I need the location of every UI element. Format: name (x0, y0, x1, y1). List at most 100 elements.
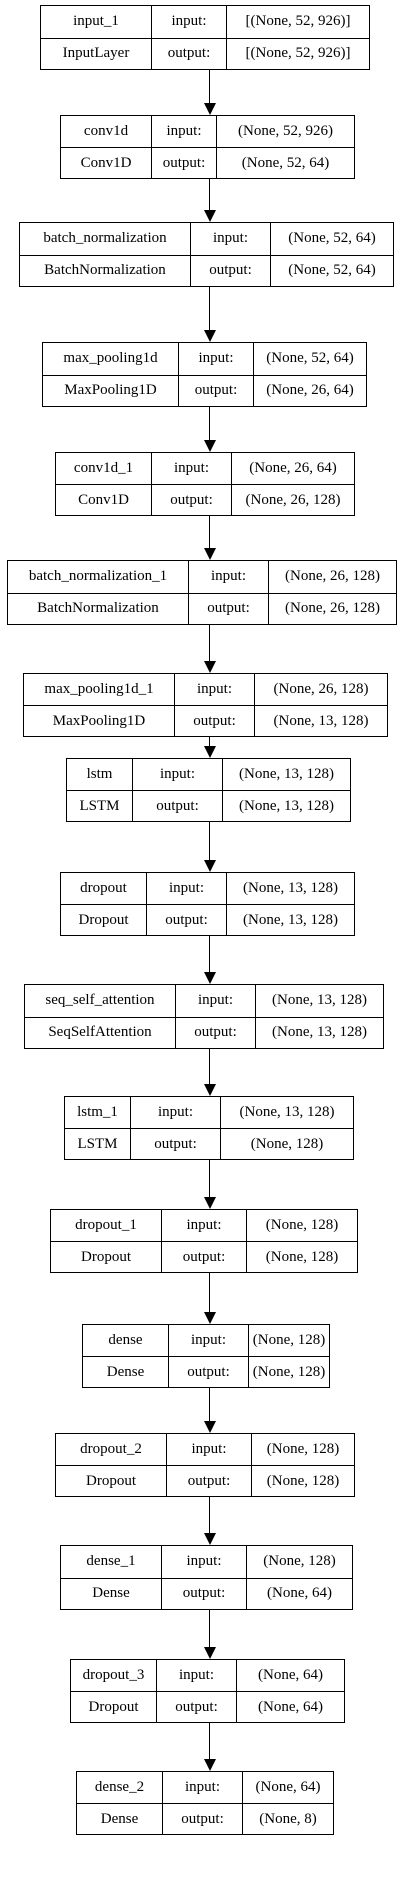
output-shape: (None, 128) (246, 1242, 357, 1272)
connector-line (209, 1273, 210, 1313)
output-shape: (None, 13, 128) (222, 791, 350, 821)
layer-name: dense_2 (94, 1779, 145, 1795)
input-shape: (None, 26, 64) (231, 453, 354, 484)
arrowhead-icon (204, 1533, 216, 1545)
connector-line (209, 70, 210, 104)
arrowhead-icon (204, 210, 216, 222)
input-label: input: (178, 343, 253, 375)
arrowhead-icon (204, 661, 216, 673)
layer-type: SeqSelfAttention (48, 1024, 152, 1041)
layer-type: LSTM (79, 797, 120, 814)
layer-type: MaxPooling1D (64, 382, 157, 399)
input-label: input: (151, 6, 226, 38)
layer-name: lstm_1 (77, 1104, 118, 1120)
input-label: input: (190, 223, 270, 255)
input-shape: (None, 26, 128) (268, 561, 396, 593)
output-label: output: (178, 375, 253, 406)
connector-line (209, 1723, 210, 1760)
input-label: input: (161, 1546, 246, 1578)
connector-line (209, 822, 210, 861)
output-shape: (None, 64) (246, 1578, 352, 1609)
arrowhead-icon (204, 1084, 216, 1096)
connector-line (209, 936, 210, 973)
output-shape: (None, 26, 128) (268, 593, 396, 624)
output-shape: (None, 64) (236, 1692, 344, 1722)
connector-line (209, 1497, 210, 1534)
input-shape: (None, 13, 128) (220, 1097, 353, 1128)
input-shape: (None, 128) (246, 1210, 357, 1241)
output-shape: (None, 128) (248, 1357, 329, 1387)
output-shape: (None, 8) (242, 1804, 333, 1834)
layer-name: max_pooling1d_1 (44, 681, 154, 697)
output-label: output: (151, 38, 226, 69)
layer-type: Conv1D (80, 154, 132, 171)
output-label: output: (161, 1242, 246, 1272)
input-shape: (None, 64) (236, 1660, 344, 1691)
connector-line (209, 1049, 210, 1085)
arrowhead-icon (204, 1647, 216, 1659)
layer-name: dropout_1 (75, 1217, 137, 1233)
output-label: output: (151, 148, 216, 178)
arrowhead-icon (204, 330, 216, 342)
output-label: output: (175, 1017, 255, 1048)
connector-line (209, 1610, 210, 1648)
output-label: output: (151, 485, 231, 515)
input-shape: (None, 26, 128) (254, 674, 387, 705)
connector-line (209, 1160, 210, 1198)
layer-type: Dropout (88, 1698, 139, 1715)
connector-line (209, 407, 210, 441)
input-shape: (None, 13, 128) (255, 985, 383, 1017)
arrowhead-icon (204, 440, 216, 452)
output-shape: [(None, 52, 926)] (226, 38, 369, 69)
input-label: input: (161, 1210, 246, 1241)
layer-name: dropout (80, 880, 127, 896)
layer-type: Dropout (78, 911, 129, 928)
arrowhead-icon (204, 746, 216, 758)
input-label: input: (146, 873, 226, 904)
input-shape: (None, 52, 64) (253, 343, 366, 375)
input-label: input: (156, 1660, 236, 1691)
layer-type: Dropout (86, 1472, 136, 1489)
layer-type: BatchNormalization (44, 262, 166, 279)
layer-name: dropout_3 (82, 1667, 145, 1683)
layer-input-row: dropout_1 input:(None, 128) (51, 1210, 357, 1241)
layer-name: seq_self_attention (45, 992, 155, 1009)
connector-line (209, 737, 210, 747)
output-label: output: (174, 706, 254, 736)
arrowhead-icon (204, 1759, 216, 1771)
layer-name: batch_normalization_1 (28, 568, 168, 585)
arrowhead-icon (204, 1197, 216, 1209)
input-shape: (None, 52, 926) (216, 116, 354, 147)
input-label: input: (151, 453, 231, 484)
input-shape: (None, 52, 64) (270, 223, 393, 255)
